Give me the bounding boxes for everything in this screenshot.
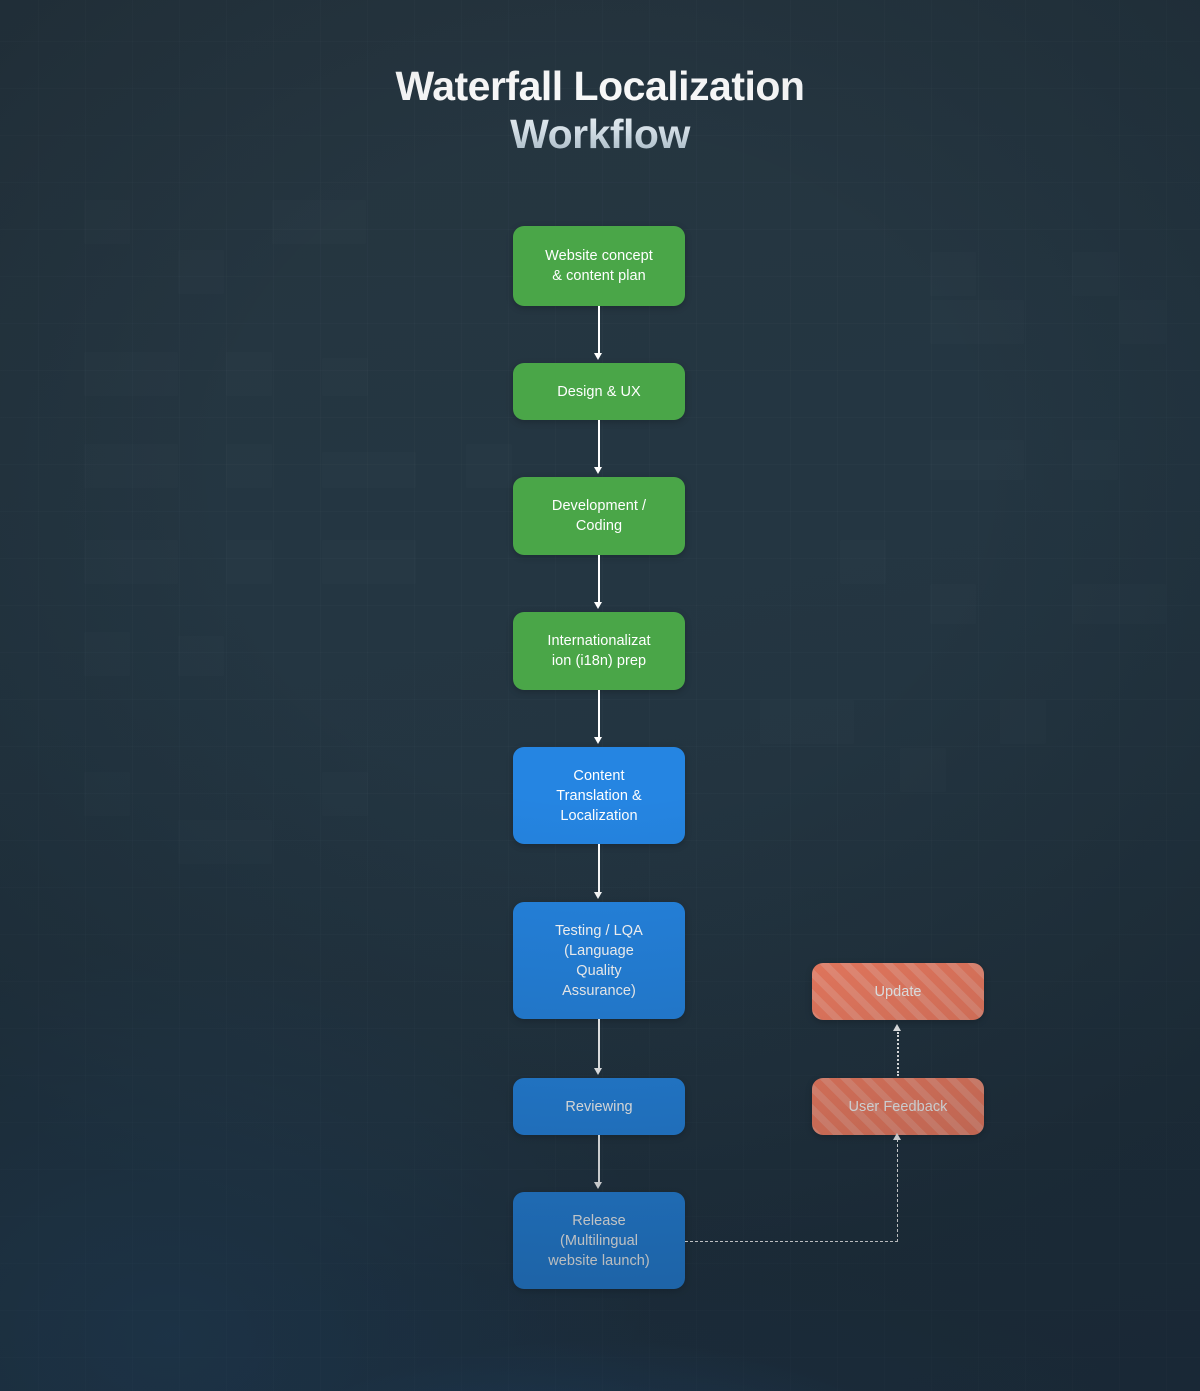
title-line-2: Workflow — [0, 111, 1200, 159]
arrowhead-release — [594, 1182, 602, 1189]
node-design-ux[interactable]: Design & UX — [513, 363, 685, 420]
node-label: Website concept & content plan — [545, 248, 653, 284]
arrowhead-development-coding — [594, 467, 602, 474]
title-line-1: Waterfall Localization — [395, 63, 805, 109]
node-website-concept[interactable]: Website concept & content plan — [513, 226, 685, 306]
connector-i18n-prep-to-content-translation — [598, 690, 600, 738]
node-label: Update — [874, 983, 922, 1000]
connector-design-ux-to-development-coding — [598, 420, 600, 468]
node-release[interactable]: Release (Multilingual website launch) — [513, 1192, 685, 1289]
node-reviewing[interactable]: Reviewing — [513, 1078, 685, 1135]
arrowhead-content-translation — [594, 737, 602, 744]
node-label: Development / Coding — [551, 498, 647, 534]
node-label: User Feedback — [848, 1098, 948, 1115]
connector-testing-lqa-to-reviewing — [598, 1019, 600, 1069]
node-i18n-prep[interactable]: Internationalizat ion (i18n) prep — [513, 612, 685, 690]
node-label: Release (Multilingual website launch) — [548, 1212, 650, 1269]
node-label: Testing / LQA (Language Quality Assuranc… — [555, 922, 643, 999]
node-user-feedback[interactable]: User Feedback — [812, 1078, 984, 1135]
node-development-coding[interactable]: Development / Coding — [513, 477, 685, 555]
connector-reviewing-to-release — [598, 1135, 600, 1183]
connector-content-translation-to-testing-lqa — [598, 844, 600, 893]
node-testing-lqa[interactable]: Testing / LQA (Language Quality Assuranc… — [513, 902, 685, 1019]
connector-release-to-user-feedback-vertical — [897, 1139, 898, 1242]
connector-release-to-user-feedback-horizontal — [685, 1241, 898, 1242]
arrowhead-reviewing — [594, 1068, 602, 1075]
node-label: Internationalizat ion (i18n) prep — [547, 633, 651, 669]
node-label: Design & UX — [557, 383, 641, 400]
connector-user-feedback-to-update — [897, 1032, 899, 1076]
arrowhead-user-feedback — [893, 1133, 901, 1140]
arrowhead-testing-lqa — [594, 892, 602, 899]
connector-website-concept-to-design-ux — [598, 306, 600, 354]
node-label: Content Translation & Localization — [556, 767, 642, 824]
node-label: Reviewing — [565, 1098, 633, 1115]
page-title: Waterfall Localization Workflow — [0, 63, 1200, 158]
connector-development-coding-to-i18n-prep — [598, 555, 600, 603]
arrowhead-i18n-prep — [594, 602, 602, 609]
node-update[interactable]: Update — [812, 963, 984, 1020]
arrowhead-update — [893, 1024, 901, 1031]
node-content-translation[interactable]: Content Translation & Localization — [513, 747, 685, 844]
arrowhead-design-ux — [594, 353, 602, 360]
